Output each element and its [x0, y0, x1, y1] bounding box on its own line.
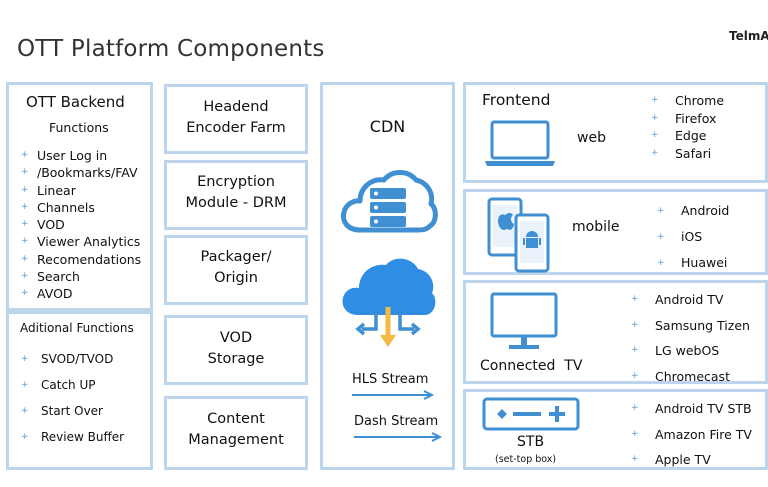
vod-storage-label-2: Storage — [207, 351, 265, 367]
packager-label-1: Packager/ — [200, 249, 272, 265]
list-item: AVOD — [19, 285, 141, 303]
list-item: Linear — [19, 182, 141, 200]
list-item: iOS — [655, 224, 729, 250]
cloud-server-icon — [341, 170, 438, 233]
mobile-devices-icon — [487, 197, 550, 273]
encryption-label-1: Encryption — [197, 174, 275, 190]
list-item: Android — [655, 198, 729, 224]
tv-icon — [490, 292, 558, 349]
cdn-box: CDN HLS Stream Dash Stream — [320, 82, 455, 470]
set-top-box-icon — [482, 397, 580, 431]
list-item: Catch UP — [19, 372, 124, 398]
company-logo: TelmA — [729, 22, 768, 46]
content-management-label-1: Content — [207, 411, 265, 427]
packager-label-2: Origin — [214, 270, 258, 286]
tv-platform-list: Android TV Samsung Tizen LG webOS Chrome… — [629, 287, 750, 389]
list-item: Chromecast — [629, 364, 750, 390]
backend-function-list: User Log in /Bookmarks/FAV Linear Channe… — [19, 147, 141, 303]
frontend-web-box: Frontend web Chrome Firefox Edge Safari — [463, 82, 768, 183]
list-item: Channels — [19, 199, 141, 217]
additional-functions-box: Aditional Functions SVOD/TVOD Catch UP S… — [6, 311, 153, 470]
headend-label-1: Headend — [203, 99, 269, 115]
content-management-box: Content Management — [164, 396, 308, 470]
vod-storage-box: VOD Storage — [164, 315, 308, 385]
frontend-title: Frontend — [482, 91, 551, 109]
connected-tv-label: Connected TV — [480, 358, 583, 374]
hls-stream-arrow — [352, 390, 435, 400]
mobile-label: mobile — [572, 219, 620, 235]
backend-title: OTT Backend — [26, 93, 125, 111]
stb-platform-list: Android TV STB Amazon Fire TV Apple TV — [629, 396, 752, 473]
additional-function-list: SVOD/TVOD Catch UP Start Over Review Buf… — [19, 346, 124, 450]
list-item: Huawei — [655, 250, 729, 276]
encryption-label-2: Module - DRM — [185, 195, 287, 211]
list-item: LG webOS — [629, 338, 750, 364]
frontend-mobile-box: mobile Android iOS Huawei — [463, 189, 768, 276]
stb-sublabel: (set-top box) — [495, 454, 557, 465]
list-item: Start Over — [19, 398, 124, 424]
encryption-drm-box: Encryption Module - DRM — [164, 160, 308, 230]
web-label: web — [577, 130, 606, 146]
stb-label: STB — [517, 434, 545, 450]
laptop-icon — [485, 120, 555, 166]
frontend-stb-box: STB (set-top box) Android TV STB Amazon … — [463, 389, 768, 473]
list-item: Safari — [649, 145, 724, 163]
list-item: Firefox — [649, 110, 724, 128]
hls-stream-label: HLS Stream — [352, 372, 429, 387]
list-item: Viewer Analytics — [19, 233, 141, 251]
frontend-connected-tv-box: Connected TV Android TV Samsung Tizen LG… — [463, 280, 768, 389]
backend-subtitle: Functions — [49, 120, 109, 135]
cdn-title: CDN — [369, 117, 406, 136]
list-item: /Bookmarks/FAV — [19, 164, 141, 182]
list-item: Review Buffer — [19, 424, 124, 450]
content-management-label-2: Management — [188, 432, 284, 448]
list-item: Search — [19, 268, 141, 286]
headend-encoder-box: Headend Encoder Farm — [164, 84, 308, 154]
list-item: Samsung Tizen — [629, 313, 750, 339]
packager-origin-box: Packager/ Origin — [164, 235, 308, 305]
headend-label-2: Encoder Farm — [186, 120, 286, 136]
list-item: Recomendations — [19, 251, 141, 269]
vod-storage-label-1: VOD — [219, 330, 253, 346]
list-item: Apple TV — [629, 447, 752, 473]
list-item: User Log in — [19, 147, 141, 165]
list-item: VOD — [19, 216, 141, 234]
page-title: OTT Platform Components — [17, 36, 325, 62]
dash-stream-label: Dash Stream — [354, 414, 439, 429]
backend-box: OTT Backend Functions User Log in /Bookm… — [6, 82, 153, 311]
mobile-os-list: Android iOS Huawei — [655, 198, 729, 276]
web-browser-list: Chrome Firefox Edge Safari — [649, 92, 724, 162]
logo-text: TelmA — [729, 29, 768, 43]
list-item: Edge — [649, 127, 724, 145]
list-item: SVOD/TVOD — [19, 346, 124, 372]
list-item: Amazon Fire TV — [629, 422, 752, 448]
cloud-distribution-icon — [342, 258, 436, 347]
additional-functions-title: Aditional Functions — [20, 321, 134, 335]
dash-stream-arrow — [354, 432, 443, 442]
list-item: Android TV — [629, 287, 750, 313]
list-item: Android TV STB — [629, 396, 752, 422]
list-item: Chrome — [649, 92, 724, 110]
